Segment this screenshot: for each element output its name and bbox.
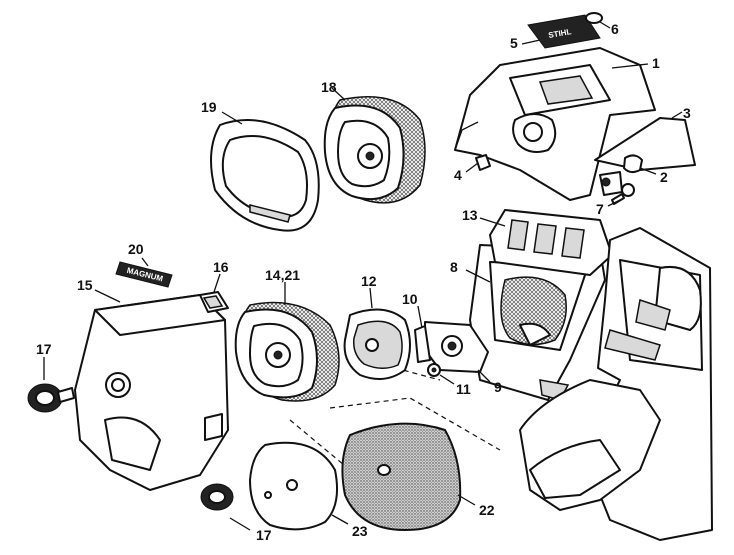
callout-2: 2	[660, 169, 668, 185]
saw-housing	[519, 227, 713, 541]
part-11-nut	[427, 363, 441, 377]
part-17-knob-lower	[200, 483, 234, 511]
callout-9: 9	[494, 379, 502, 395]
part-5-brand-decal: STIHL	[527, 14, 601, 49]
callout-12: 12	[361, 273, 377, 289]
callout-19: 19	[201, 99, 217, 115]
part-2-sleeve	[623, 154, 643, 174]
part-16-retainer	[199, 291, 229, 313]
callout-10: 10	[402, 291, 418, 307]
callout-17-lower: 17	[256, 527, 272, 543]
part-13-gasket-frame	[489, 209, 613, 276]
callout-7: 7	[596, 201, 604, 217]
part-22-foam-filter	[341, 422, 462, 532]
callout-23: 23	[352, 523, 368, 539]
callout-4: 4	[454, 167, 462, 183]
callout-17-upper: 17	[36, 341, 52, 357]
part-7-screw	[611, 183, 635, 205]
callout-18: 18	[321, 79, 337, 95]
callout-5: 5	[510, 35, 518, 51]
callout-6: 6	[611, 21, 619, 37]
callout-14-21: 14,21	[265, 267, 300, 283]
part-3-cover-plate	[594, 117, 696, 171]
part-12-filter-cover	[343, 308, 411, 380]
part-8-filter-base	[469, 244, 606, 401]
part-15-shroud-cover	[74, 294, 229, 491]
callout-11: 11	[456, 381, 471, 397]
callout-8: 8	[450, 259, 458, 275]
callout-3: 3	[683, 105, 691, 121]
part-23-filter-plate	[249, 441, 338, 531]
part-18-air-filter	[323, 96, 426, 204]
part-19-filter-sleeve	[210, 119, 320, 232]
callout-15: 15	[77, 277, 93, 293]
callout-1: 1	[652, 55, 660, 71]
callout-22: 22	[479, 502, 495, 518]
callout-13: 13	[462, 207, 478, 223]
part-1-top-cover	[454, 47, 656, 201]
leader-lines	[43, 21, 683, 531]
callout-labels: 1 2 3 4 5 6 7 8 9 10 11 12 13 14,21 15 1…	[36, 21, 691, 543]
part-17-knob-upper	[27, 383, 75, 413]
callout-16: 16	[213, 259, 229, 275]
part-14-21-air-filter	[234, 301, 340, 402]
part-6-plug	[585, 12, 603, 24]
part-4-nut	[475, 154, 491, 171]
brand-decal-text: STIHL	[548, 27, 572, 40]
assembly-guide-lines	[289, 367, 501, 471]
part-20-badge: MAGNUM	[115, 261, 173, 288]
callout-20: 20	[128, 241, 144, 257]
